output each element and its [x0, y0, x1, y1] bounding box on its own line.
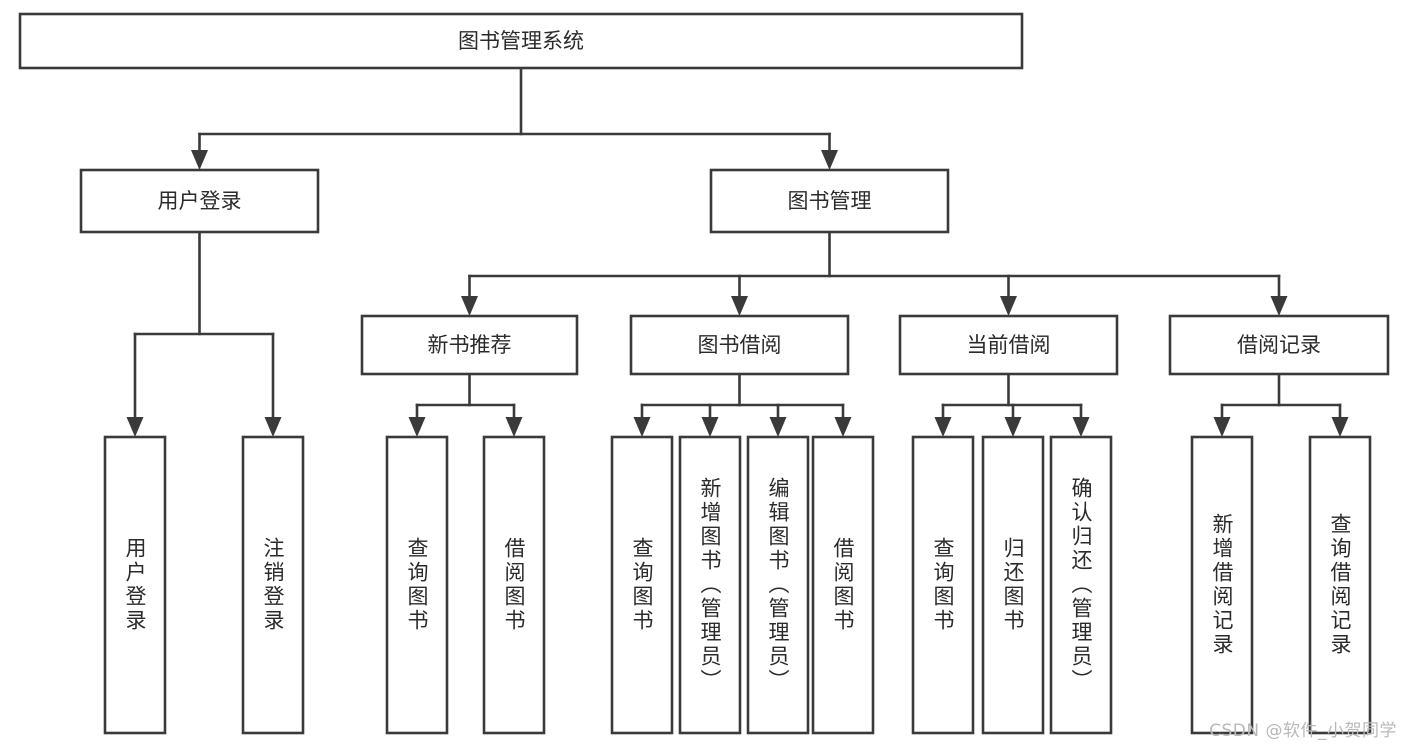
- node-label-new-book-rec: 新书推荐: [428, 333, 512, 357]
- arrow-leaf-return-book: [1004, 417, 1022, 437]
- arrow-leaf-borrow-book-1: [505, 417, 523, 437]
- node-box-leaf-borrow-book-1[interactable]: [482, 435, 546, 735]
- arrow-leaf-query-book-1: [408, 417, 426, 437]
- node-box-book-manage[interactable]: [709, 168, 950, 234]
- arrow-leaf-add-record: [1213, 417, 1231, 437]
- node-box-current-borrow[interactable]: [898, 314, 1119, 376]
- node-label-borrow-record: 借阅记录: [1237, 333, 1321, 357]
- arrow-level2-0: [461, 296, 478, 316]
- node-label-current-borrow: 当前借阅: [967, 333, 1051, 357]
- node-label-root: 图书管理系统: [458, 29, 584, 53]
- node-box-leaf-confirm-return[interactable]: [1049, 435, 1113, 735]
- node-box-root[interactable]: [18, 12, 1024, 70]
- arrow-leaf-query-book-2: [633, 417, 651, 437]
- arrow-level2-1: [731, 296, 748, 316]
- arrow-leaf-user-login: [126, 417, 144, 437]
- node-box-leaf-query-record[interactable]: [1308, 435, 1372, 735]
- node-box-leaf-add-book[interactable]: [678, 435, 742, 735]
- node-box-leaf-user-login[interactable]: [103, 435, 167, 735]
- arrow-level1-1: [821, 150, 838, 170]
- node-box-leaf-query-book-2[interactable]: [610, 435, 674, 735]
- node-box-new-book-rec[interactable]: [360, 314, 579, 376]
- arrow-leaf-edit-book: [769, 417, 787, 437]
- arrow-leaf-confirm-return: [1072, 417, 1090, 437]
- node-label-book-borrow: 图书借阅: [698, 333, 782, 357]
- arrow-level1-0: [191, 150, 208, 170]
- node-label-user-login: 用户登录: [158, 189, 242, 213]
- node-box-layer: [18, 12, 1390, 735]
- arrow-leaf-query-record: [1331, 417, 1349, 437]
- node-box-leaf-query-book-1[interactable]: [385, 435, 449, 735]
- csdn-watermark: CSDN @软件_小贺同学: [1209, 721, 1397, 741]
- node-box-leaf-edit-book[interactable]: [746, 435, 810, 735]
- node-box-leaf-return-book[interactable]: [981, 435, 1045, 735]
- node-box-book-borrow[interactable]: [629, 314, 850, 376]
- node-label-book-manage: 图书管理: [788, 189, 872, 213]
- arrow-level2-2: [1000, 296, 1017, 316]
- arrow-leaf-query-book-3: [934, 417, 952, 437]
- node-box-leaf-borrow-book-2[interactable]: [811, 435, 875, 735]
- arrow-leaf-logout: [264, 417, 282, 437]
- node-box-leaf-logout[interactable]: [241, 435, 305, 735]
- node-box-borrow-record[interactable]: [1168, 314, 1390, 376]
- connector-layer: [126, 66, 1349, 437]
- node-box-user-login[interactable]: [79, 168, 320, 234]
- node-box-leaf-add-record[interactable]: [1190, 435, 1254, 735]
- arrow-level2-3: [1270, 296, 1288, 316]
- arrow-leaf-add-book: [701, 417, 719, 437]
- arrow-leaf-borrow-book-2: [834, 417, 852, 437]
- node-box-leaf-query-book-3[interactable]: [911, 435, 975, 735]
